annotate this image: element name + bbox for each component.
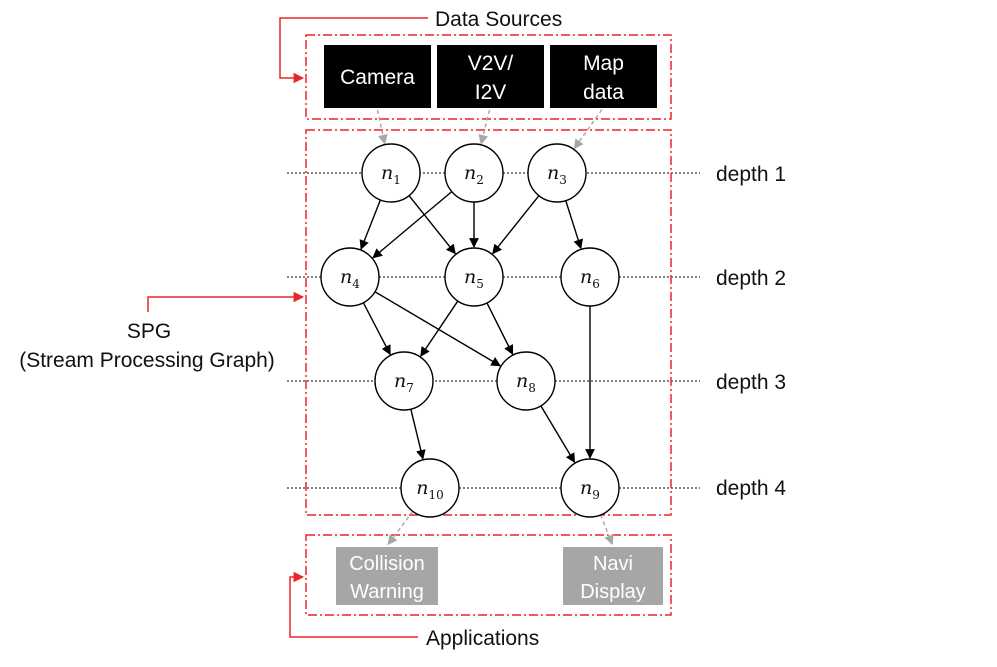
depth-3-label: depth 3 bbox=[716, 371, 786, 394]
source-camera-label: Camera bbox=[340, 66, 415, 89]
app-navi-display: Navi Display bbox=[563, 547, 663, 605]
node-n9: n9 bbox=[560, 458, 620, 518]
source-v2v-box bbox=[437, 45, 544, 108]
edge-n1-to-n5 bbox=[408, 195, 456, 255]
node-n5: n5 bbox=[444, 247, 504, 307]
spg-callout bbox=[147, 291, 305, 312]
node-n8: n8 bbox=[496, 351, 556, 411]
node-n1: n1 bbox=[361, 143, 421, 203]
data-sources-label: Data Sources bbox=[435, 8, 562, 31]
applications-label: Applications bbox=[426, 627, 539, 650]
source-v2v-label-line2: I2V bbox=[475, 81, 507, 104]
feed-map-to-n3 bbox=[573, 109, 603, 150]
edge-n7-to-n10 bbox=[410, 409, 426, 460]
edge-n8-to-n9 bbox=[540, 405, 576, 464]
source-camera: Camera bbox=[324, 45, 431, 108]
edge-n4-to-n8 bbox=[374, 291, 502, 367]
edge-n3-to-n5 bbox=[492, 195, 540, 255]
feed-n10-to-collision bbox=[387, 510, 414, 546]
source-map: Map data bbox=[550, 45, 657, 108]
feed-camera-to-n1 bbox=[376, 109, 388, 145]
applications-box bbox=[305, 534, 672, 616]
data-sources-box bbox=[305, 34, 672, 120]
node-n8-label: n8 bbox=[516, 370, 536, 395]
node-n1-circle bbox=[361, 143, 421, 203]
node-n7: n7 bbox=[374, 351, 434, 411]
node-n10-circle bbox=[400, 458, 460, 518]
node-n5-label: n5 bbox=[464, 266, 484, 291]
node-n5-circle bbox=[444, 247, 504, 307]
node-n10: n10 bbox=[400, 458, 460, 518]
data-sources-callout bbox=[279, 17, 428, 84]
graph-edges bbox=[359, 191, 595, 464]
feed-v2v-to-n2 bbox=[478, 109, 491, 145]
node-n6: n6 bbox=[560, 247, 620, 307]
node-n6-label: n6 bbox=[580, 266, 600, 291]
source-feed-edges bbox=[376, 109, 603, 150]
app-navi-box bbox=[563, 547, 663, 605]
application-feed-edges bbox=[387, 510, 614, 546]
edge-n5-to-n8 bbox=[486, 302, 514, 356]
app-collision-label-line1: Collision bbox=[349, 553, 425, 575]
app-collision-box bbox=[336, 547, 438, 605]
node-n1-label: n1 bbox=[381, 162, 401, 187]
node-n3-label: n3 bbox=[547, 162, 567, 187]
edge-n5-to-n7 bbox=[420, 300, 459, 357]
node-n3: n3 bbox=[527, 143, 587, 203]
source-v2v: V2V/ I2V bbox=[437, 45, 544, 108]
edge-n4-to-n7 bbox=[362, 302, 391, 356]
node-n9-label: n9 bbox=[580, 477, 600, 502]
node-n2-label: n2 bbox=[464, 162, 484, 187]
edge-n2-to-n4 bbox=[372, 191, 453, 259]
node-n3-circle bbox=[527, 143, 587, 203]
node-n7-label: n7 bbox=[394, 370, 414, 395]
spg-box bbox=[305, 129, 672, 516]
depth-1-label: depth 1 bbox=[716, 163, 786, 186]
depth-guide-lines bbox=[287, 172, 700, 489]
source-map-label-line1: Map bbox=[583, 52, 624, 75]
feed-n9-to-navi bbox=[600, 514, 614, 546]
graph-nodes: n1 n2 n3 n4 n5 n6 n7 n8 n10 n9 bbox=[320, 143, 620, 518]
node-n8-circle bbox=[496, 351, 556, 411]
app-collision-warning: Collision Warning bbox=[336, 547, 438, 605]
depth-4-label: depth 4 bbox=[716, 477, 786, 500]
app-navi-label-line1: Navi bbox=[593, 553, 633, 575]
node-n4: n4 bbox=[320, 247, 380, 307]
node-n4-circle bbox=[320, 247, 380, 307]
source-v2v-label-line1: V2V/ bbox=[468, 52, 514, 75]
source-map-box bbox=[550, 45, 657, 108]
app-collision-label-line2: Warning bbox=[350, 581, 424, 603]
node-n9-circle bbox=[560, 458, 620, 518]
depth-2-label: depth 2 bbox=[716, 267, 786, 290]
node-n7-circle bbox=[374, 351, 434, 411]
node-n2: n2 bbox=[444, 143, 504, 203]
node-n4-label: n4 bbox=[340, 266, 360, 291]
node-n6-circle bbox=[560, 247, 620, 307]
source-camera-box bbox=[324, 45, 431, 108]
edge-n3-to-n6 bbox=[565, 200, 583, 250]
source-map-label-line2: data bbox=[583, 81, 624, 104]
applications-callout bbox=[289, 571, 418, 638]
node-n2-circle bbox=[444, 143, 504, 203]
spg-full-name-label: (Stream Processing Graph) bbox=[19, 349, 275, 372]
edge-n1-to-n4 bbox=[359, 199, 382, 251]
node-n10-label: n10 bbox=[416, 477, 444, 502]
spg-label: SPG bbox=[127, 320, 171, 343]
app-navi-label-line2: Display bbox=[580, 581, 646, 603]
